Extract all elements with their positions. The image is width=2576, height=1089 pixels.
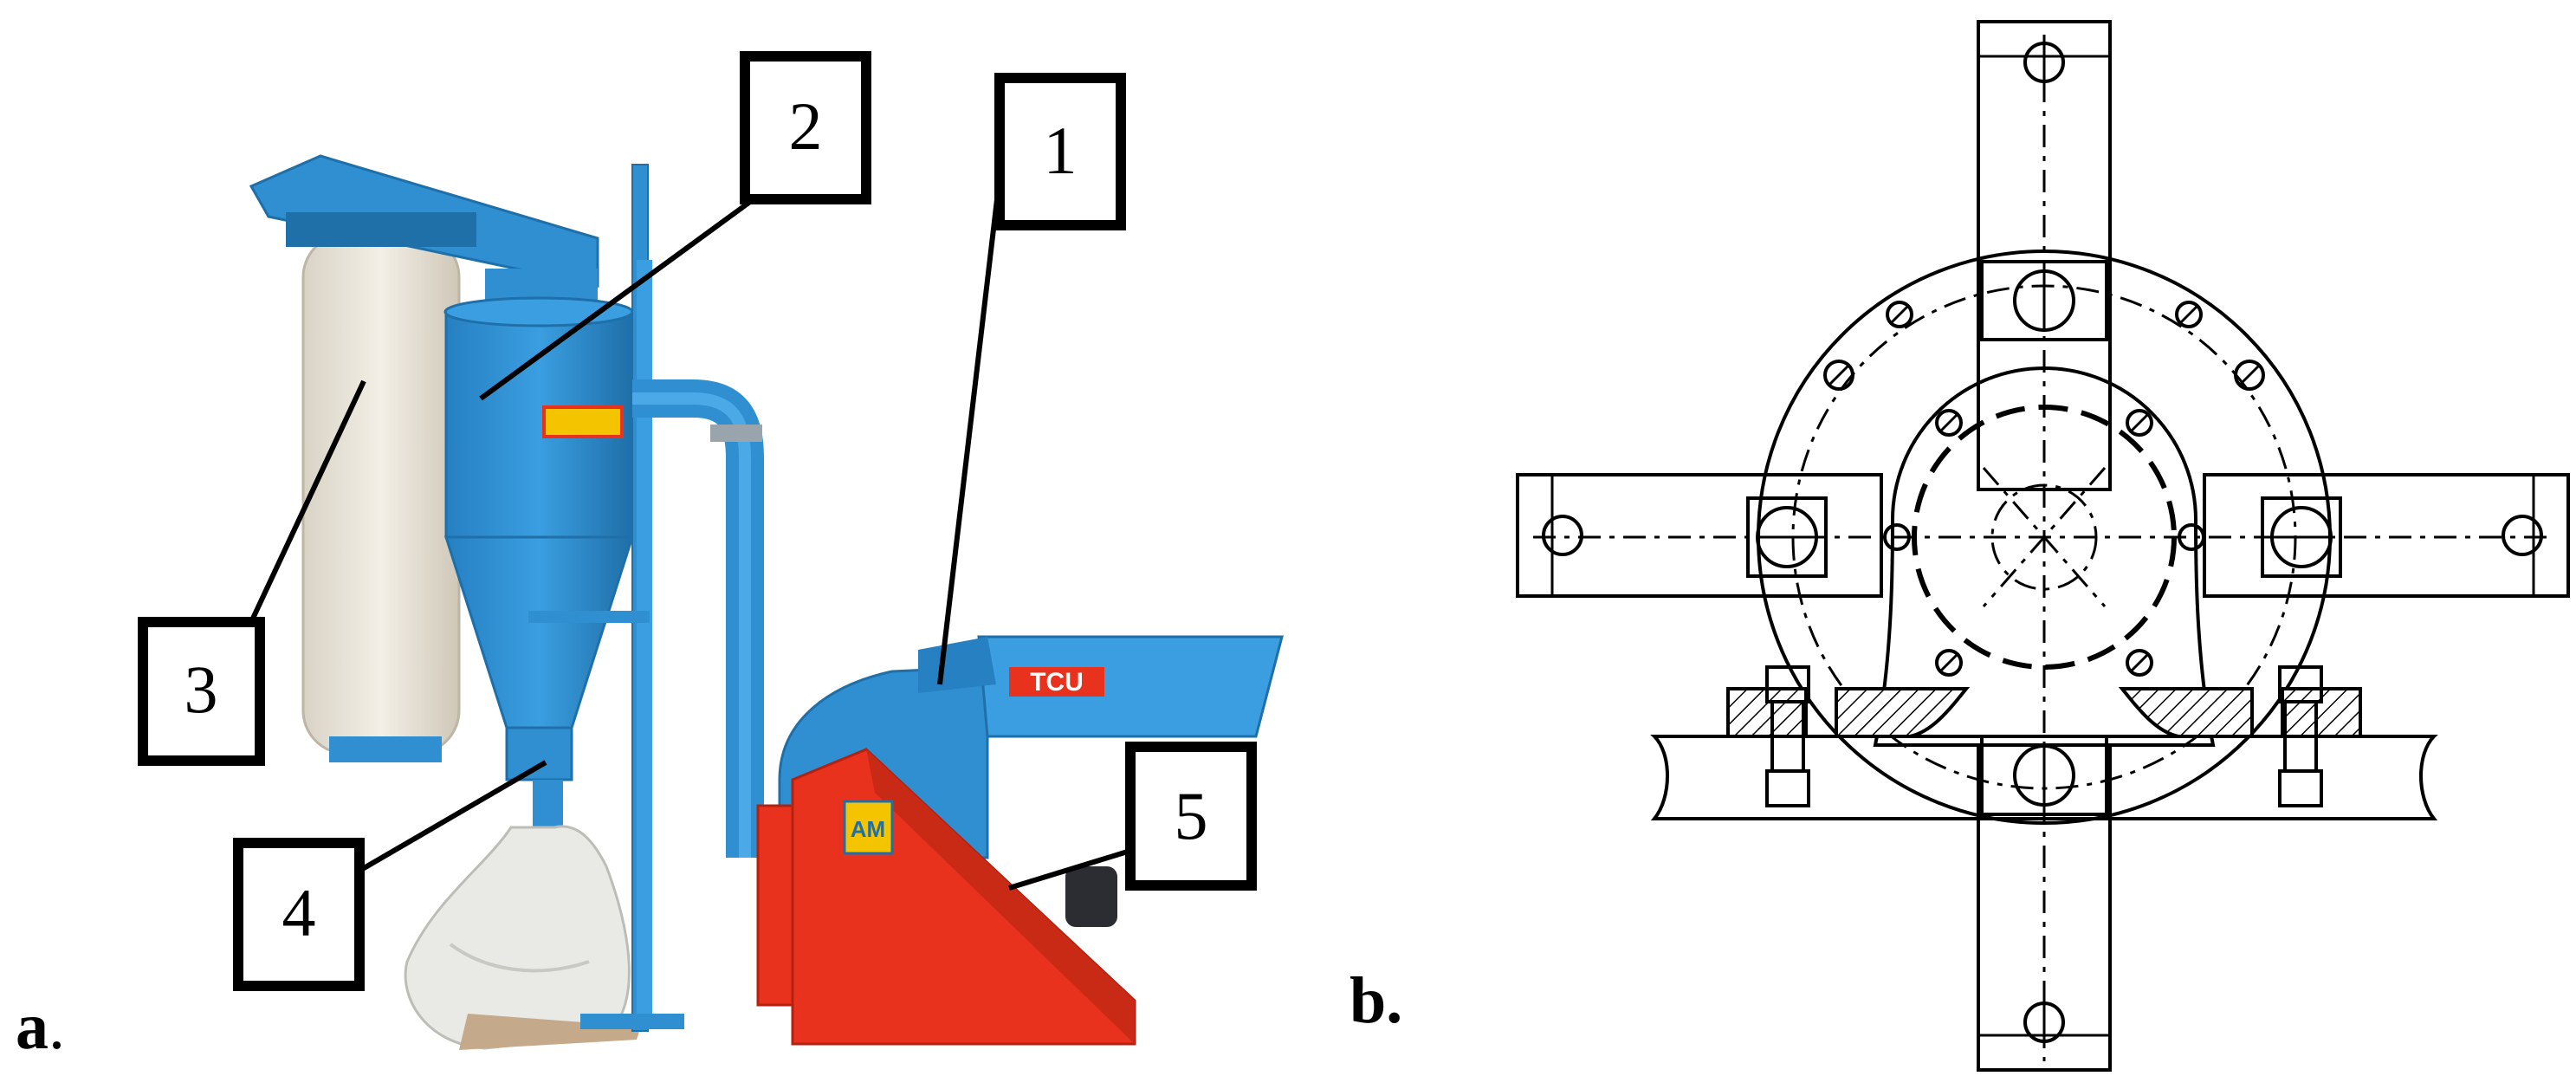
leader-line-3 — [249, 379, 366, 624]
drawing-arm-left — [1516, 473, 1883, 598]
dust-bag — [301, 232, 461, 762]
collection-sack — [404, 825, 641, 1050]
callout-2: 2 — [740, 51, 871, 204]
badge-text: AM — [851, 816, 885, 842]
brand-text: TCU — [1030, 668, 1084, 697]
drawing-arm-right — [2203, 473, 2570, 598]
panel-a-hammer-mill-photo: TCU AM 1 2 3 4 — [16, 51, 1284, 1063]
cyclone-separator — [443, 296, 635, 832]
panel-label-a: a. — [16, 990, 65, 1063]
svg-text:1: 1 — [1044, 113, 1078, 188]
drawing-anchor-bolts — [1765, 665, 2323, 807]
transport-pipe — [632, 379, 764, 858]
callout-1: 1 — [994, 73, 1126, 230]
drawing-flange-bolts — [1823, 301, 2265, 391]
brand-plate — [1009, 667, 1104, 697]
cyclone-label-sticker — [542, 405, 624, 438]
motor — [1065, 866, 1117, 927]
panel-b-technical-drawing: b. — [1349, 20, 2570, 1072]
hammer-mill-body: TCU — [778, 635, 1284, 859]
drawing-diagonal-centerline-2 — [1982, 467, 2107, 607]
callout-5: 5 — [1125, 742, 1257, 891]
svg-text:3: 3 — [184, 651, 218, 727]
svg-text:5: 5 — [1175, 778, 1208, 853]
panel-label-b: b. — [1349, 964, 1402, 1037]
leader-line-1 — [937, 177, 1002, 685]
leader-line-5 — [1008, 848, 1131, 891]
svg-text:4: 4 — [282, 875, 316, 950]
drawing-hatched-sections — [1726, 687, 2362, 738]
red-guard-frame: AM — [756, 748, 1136, 1046]
leader-line-2 — [479, 197, 755, 401]
drawing-inner-housing — [1873, 366, 2216, 747]
collector-top-frame — [249, 154, 599, 321]
callout-4: 4 — [233, 838, 365, 991]
svg-text:2: 2 — [789, 88, 823, 164]
leader-line-4 — [358, 760, 547, 873]
callout-3: 3 — [138, 617, 265, 766]
badge-plate — [843, 800, 894, 855]
drawing-inner-bolts — [1883, 409, 2205, 677]
